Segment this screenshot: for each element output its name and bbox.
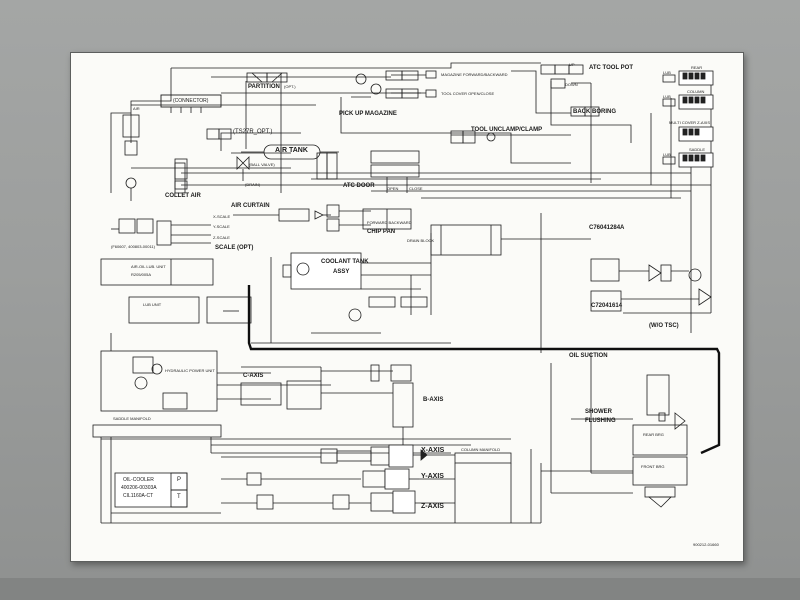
oil-return-line xyxy=(247,285,721,455)
drain-block-label: DRAIN BLOCK xyxy=(407,238,435,243)
air-prep-unit xyxy=(122,114,188,201)
air-oil-lub-unit xyxy=(100,258,252,324)
ts27r-valve xyxy=(206,128,232,140)
air-tank xyxy=(241,144,339,160)
air-oil-lub-label: AIR-OIL LUB. UNIT xyxy=(131,264,166,269)
x-scale-label: X-SCALE xyxy=(213,214,231,219)
hydraulic-power-unit xyxy=(100,333,331,412)
rear-brg-label: REAR BRG xyxy=(643,432,664,437)
coolant-tank-assy xyxy=(251,233,451,344)
saddle-label: SADDLE xyxy=(689,147,706,152)
wo-tsc-label: (W/O TSC) xyxy=(649,323,679,329)
schematic-board: (CONNECTOR) PARTITION (OPT.) PICK UP MAG… xyxy=(70,52,744,562)
magazine-forward-label: MAGAZINE FORWARD/BACKWARD xyxy=(441,72,508,77)
up-label: UP xyxy=(569,62,575,67)
tool-unclamp-label: TOOL UNCLAMP/CLAMP xyxy=(471,127,543,133)
back-boring-label: BACK BORING xyxy=(573,109,616,115)
close-label: CLOSE xyxy=(409,186,423,191)
lub-label-1: LUB xyxy=(663,70,671,75)
port-t-label: T xyxy=(177,494,181,500)
lub-label-2: LUB xyxy=(663,94,671,99)
y-scale-label: Y-SCALE xyxy=(213,224,230,229)
oil-cooler-model-label: CIL1160A-CT xyxy=(123,493,154,499)
partition-label: PARTITION xyxy=(248,84,280,90)
partition-opt-label: (OPT.) xyxy=(284,84,296,89)
down-label: DOWN xyxy=(565,82,578,87)
port-p-label: P xyxy=(177,477,182,483)
b-axis-label: B-AXIS xyxy=(423,397,444,403)
oil-suction-label: OIL SUCTION xyxy=(569,353,608,359)
ball-valve-label: (BALL VALVE) xyxy=(249,162,275,167)
x-axis-label: X-AXIS xyxy=(421,447,445,454)
spindle-assembly xyxy=(550,353,688,508)
ts27r-label: (TS27R_OPT.) xyxy=(233,129,273,135)
oil-cooler xyxy=(114,472,188,508)
assy-label: ASSY xyxy=(333,269,350,275)
back-boring-valve xyxy=(570,106,600,117)
coolant-tank-label: COOLANT TANK xyxy=(321,259,369,265)
b-axis-circuit xyxy=(321,364,414,445)
drain-label: (DRAIN) xyxy=(245,182,261,187)
column-manifold-label: COLUMN MANIFOLD xyxy=(461,447,501,452)
multi-cover-label: MULTI COVER Z-AXIS xyxy=(669,120,711,125)
y-axis-cylinder xyxy=(221,468,419,490)
ball-valve xyxy=(236,156,250,181)
tsc-circuit xyxy=(430,213,712,353)
atc-door-label: ATC DOOR xyxy=(343,183,375,189)
air-curtain-label: AIR CURTAIN xyxy=(231,203,270,209)
connector-block xyxy=(160,94,222,113)
lub-distributor-blocks xyxy=(662,70,714,168)
column-label: COLUMN xyxy=(687,89,705,94)
scale-filter-set xyxy=(111,218,211,246)
partition-valve xyxy=(246,72,288,83)
tool-cover-label: TOOL COVER OPEN/CLOSE xyxy=(441,91,495,96)
chip-pan-valves xyxy=(362,208,412,230)
z-axis-cylinder xyxy=(221,490,416,514)
atc-tool-pot-label: ATC TOOL POT xyxy=(589,65,634,71)
pick-up-magazine-label: PICK UP MAGAZINE xyxy=(339,111,397,117)
oil-cooler-label: OIL-COOLER xyxy=(123,477,154,483)
open-label: OPEN xyxy=(387,186,399,191)
hydraulic-power-label: HYDRAULIC POWER UNIT xyxy=(165,368,215,373)
document-number: 900212-01660 xyxy=(693,542,719,547)
lub-label-3: LUB xyxy=(663,152,671,157)
oil-cooler-part-label: 400206-00303A xyxy=(121,485,157,491)
z-scale-label: Z-SCALE xyxy=(213,235,230,240)
c72041614-label: C72041614 xyxy=(591,303,623,309)
wall-bottom-edge xyxy=(0,578,800,600)
tool-unclamp-valve xyxy=(450,130,496,144)
filter-part-label: (F60607, 400803-00011) xyxy=(111,244,155,249)
collet-air-valve xyxy=(174,162,186,194)
atc-tool-pot-valve xyxy=(540,64,584,89)
forward-backward-label: FORWARD BACKWARD xyxy=(367,220,412,225)
saddle-manifold-label: SADDLE MANIFOLD xyxy=(113,416,151,421)
c76041284a-label: C76041284A xyxy=(589,225,625,231)
collet-air-label: COLLET AIR xyxy=(165,193,201,199)
pick-up-magazine-valves xyxy=(351,70,437,99)
shower-label: SHOWER xyxy=(585,409,612,415)
connector-label: (CONNECTOR) xyxy=(173,98,209,104)
y-axis-label: Y-AXIS xyxy=(421,473,444,480)
c-axis-label: C-AXIS xyxy=(243,373,264,379)
pneumatic-hydraulic-schematic xyxy=(92,62,721,524)
column-manifold xyxy=(221,449,633,524)
scale-opt-label: SCALE (OPT) xyxy=(215,245,254,251)
c-axis-circuit xyxy=(240,364,380,410)
x-axis-cylinder xyxy=(221,444,428,468)
front-brg-label: FRONT BRG xyxy=(641,464,665,469)
air-curtain-unit xyxy=(233,204,371,232)
z-axis-label: Z-AXIS xyxy=(421,503,444,510)
flushing-label: FLUSHING xyxy=(585,418,616,424)
atc-door-valves xyxy=(316,150,420,193)
air-supply-lines xyxy=(110,62,712,333)
r205-label: R205/005A xyxy=(131,272,152,277)
air-tank-label: AIR TANK xyxy=(275,147,308,154)
air-label: AIR xyxy=(133,106,140,111)
chip-pan-label: CHIP PAN xyxy=(367,229,396,235)
lub-unit-label: LUB UNIT xyxy=(143,302,162,307)
rear-label: REAR xyxy=(691,65,703,70)
